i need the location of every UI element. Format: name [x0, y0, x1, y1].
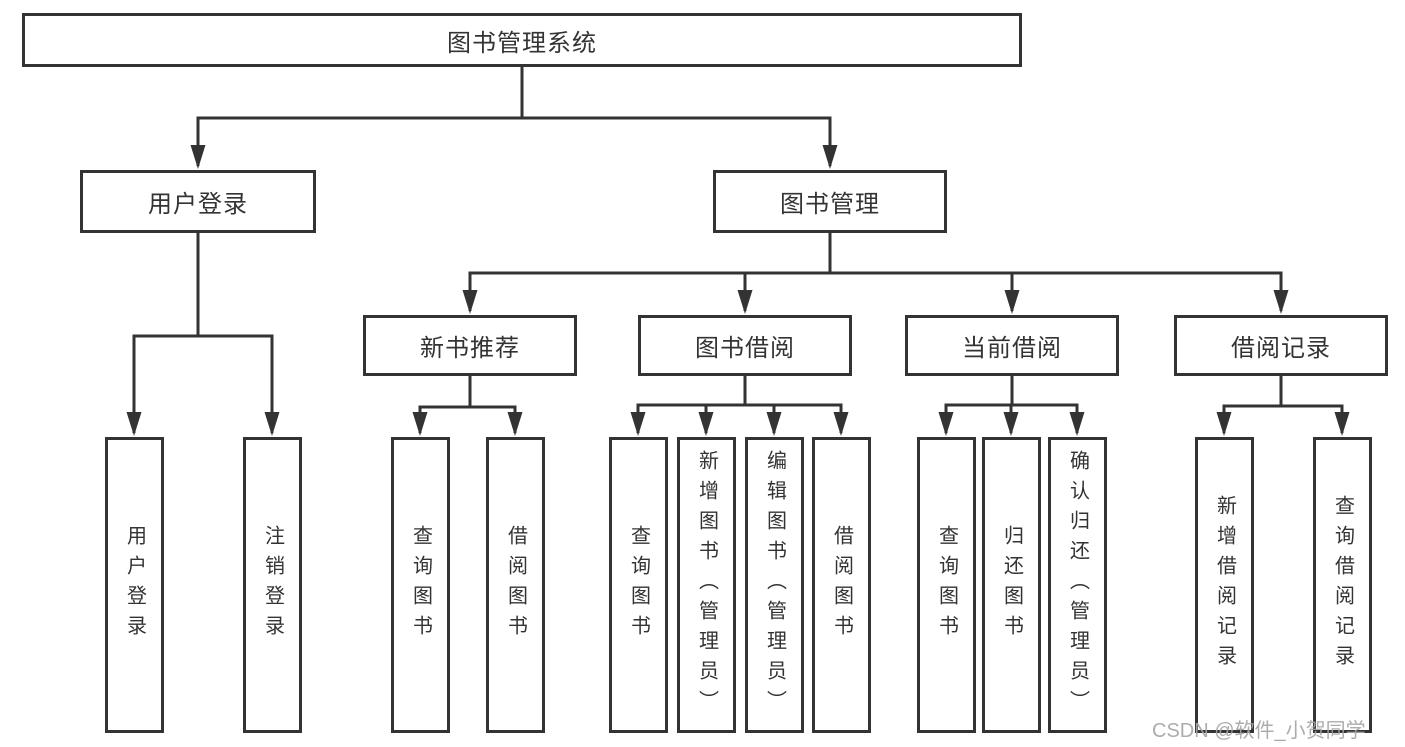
leaf-borrow-add-books-admin: 新增图书（管理员）: [677, 437, 736, 733]
leaf-borrow-query-books: 查询图书: [609, 437, 668, 733]
node-book-borrow: 图书借阅: [638, 315, 852, 376]
leaf-logout: 注销登录: [243, 437, 302, 733]
leaf-current-return-books: 归还图书: [982, 437, 1041, 733]
leaf-newbook-borrow-books: 借阅图书: [486, 437, 545, 733]
node-current-borrow: 当前借阅: [905, 315, 1119, 376]
leaf-borrow-edit-books-admin: 编辑图书（管理员）: [745, 437, 804, 733]
node-new-book-recommend: 新书推荐: [363, 315, 577, 376]
node-borrow-records: 借阅记录: [1174, 315, 1388, 376]
leaf-user-login: 用户登录: [105, 437, 164, 733]
node-book-management: 图书管理: [713, 170, 947, 233]
node-root-system: 图书管理系统: [22, 13, 1022, 67]
csdn-watermark: CSDN @软件_小贺同学: [1152, 720, 1366, 742]
leaf-borrow-borrow-books: 借阅图书: [812, 437, 871, 733]
leaf-newbook-query-books: 查询图书: [391, 437, 450, 733]
leaf-current-confirm-return-admin: 确认归还（管理员）: [1048, 437, 1107, 733]
leaf-records-add-borrow-record: 新增借阅记录: [1195, 437, 1254, 733]
node-user-login: 用户登录: [80, 170, 316, 233]
leaf-records-query-borrow-record: 查询借阅记录: [1313, 437, 1372, 733]
leaf-current-query-books: 查询图书: [917, 437, 976, 733]
